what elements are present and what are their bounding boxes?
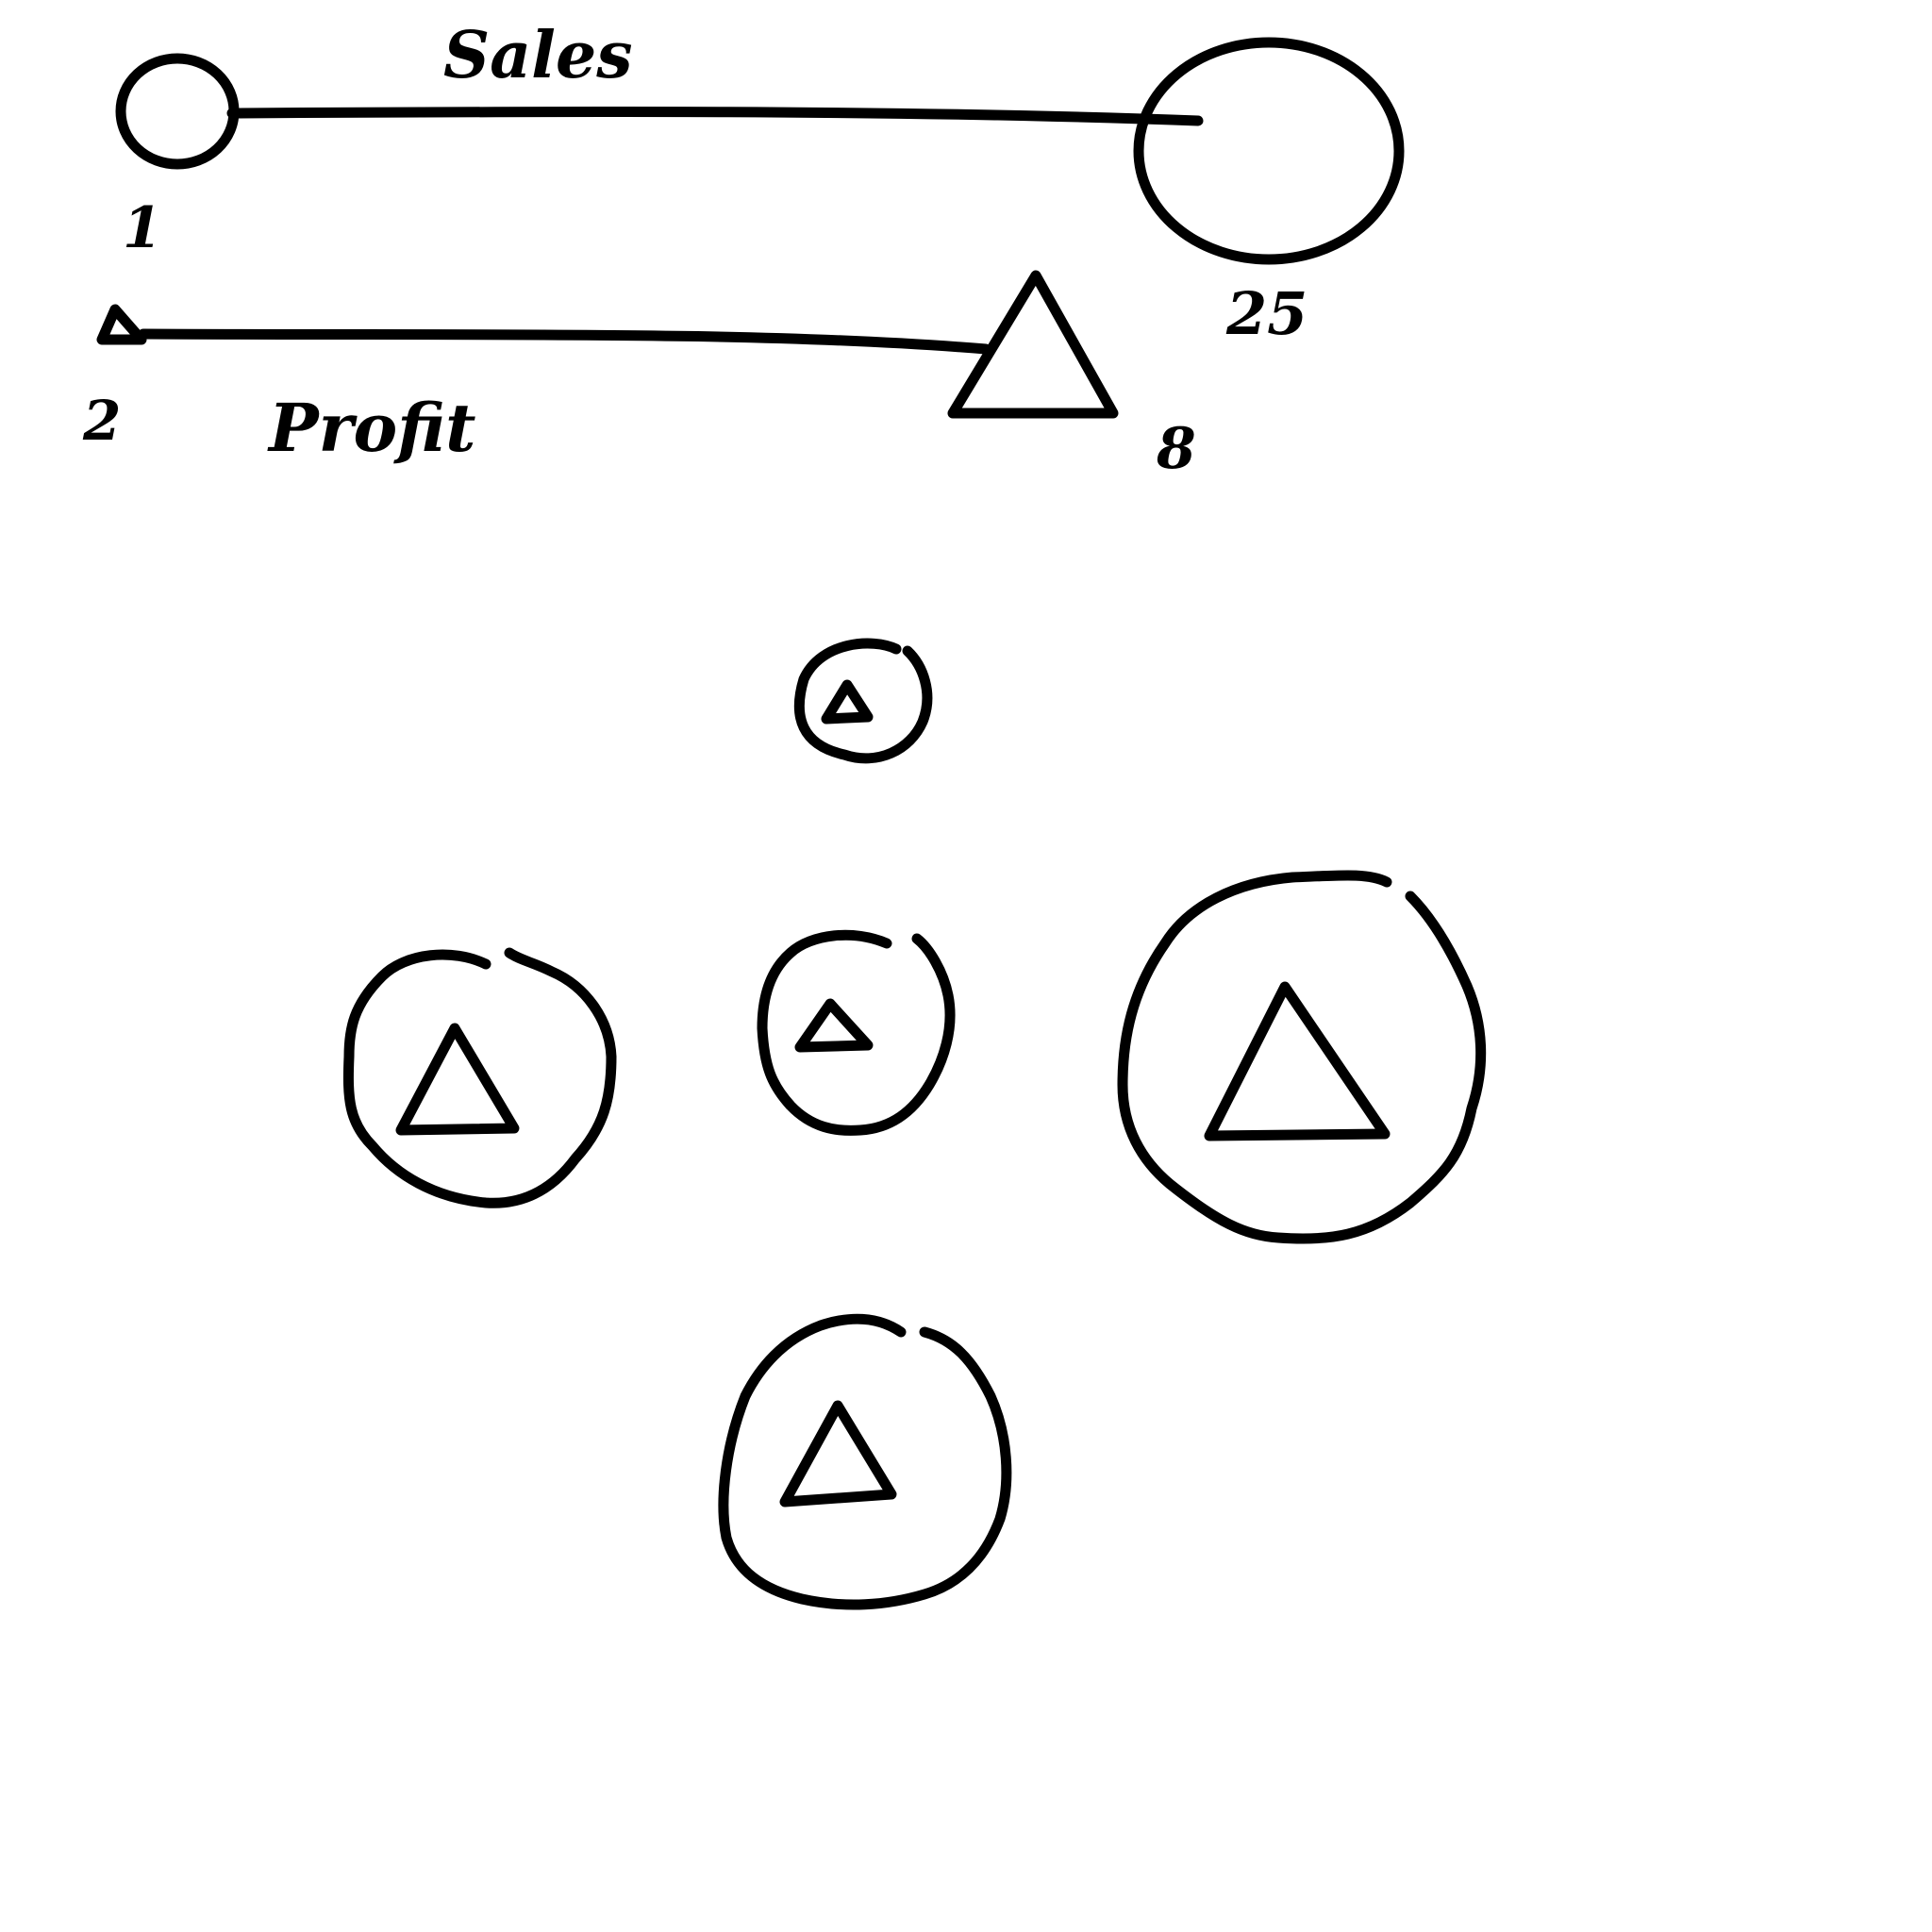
sales-legend: Sales 1 25 [115,18,1405,348]
glyph-3-triangle [794,998,874,1053]
glyph-5-triangle [779,1400,897,1507]
glyph-3 [757,929,956,1136]
sales-max-circle [1133,37,1405,265]
profit-max-value: 8 [1156,416,1196,482]
glyph-5 [718,1313,1012,1610]
profit-min-value: 2 [82,389,121,453]
glyph-4 [1117,870,1487,1244]
sales-min-value: 1 [123,195,162,261]
glyph-4-circle [1117,870,1487,1244]
sales-label: Sales [443,18,633,93]
profit-scale-line [138,328,991,355]
profit-min-triangle [96,304,147,345]
glyph-3-circle [757,929,956,1136]
sales-max-value: 25 [1225,279,1307,348]
glyph-2-circle [342,947,617,1208]
glyph-2-triangle [395,1023,520,1136]
sales-min-circle [115,53,240,170]
glyph-1 [793,638,933,764]
sales-scale-line [226,106,1204,126]
profit-max-triangle [947,270,1119,419]
profit-legend: Profit 2 8 [82,270,1196,482]
profit-label: Profit [267,389,475,467]
glyph-2 [342,947,617,1208]
glyph-5-circle [718,1313,1012,1610]
glyph-4-triangle [1204,981,1391,1141]
glyph-1-triangle [821,679,874,724]
glyph-1-circle [793,638,933,764]
